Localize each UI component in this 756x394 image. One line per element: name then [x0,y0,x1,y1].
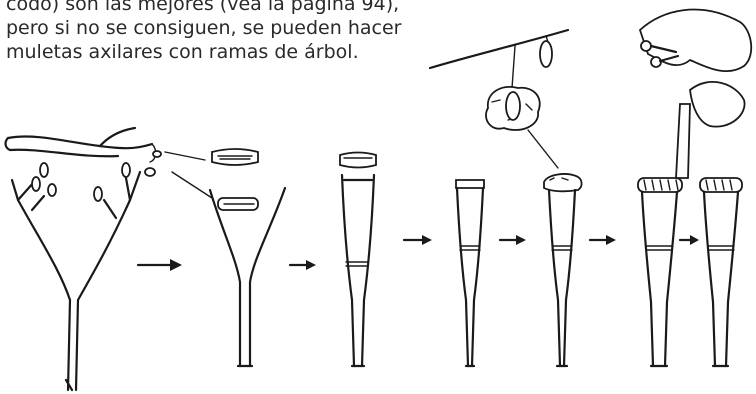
arrow-right-icon [402,235,432,245]
arrow-right-icon [288,260,316,270]
crutch-stage-3 [339,151,377,368]
cut-branch-illustration [4,126,162,177]
crutch-stage-6 [637,177,683,368]
scissors-cloth-illustration [638,8,753,179]
forked-branch-illustration [10,162,142,392]
text-line-1: codo) son las mejores (vea la página 94)… [6,0,400,15]
pointer-line [171,171,213,199]
arrow-right-icon [588,235,616,245]
arrow-right-icon [678,235,699,245]
y-stick-illustration [208,186,287,368]
text-line-2: pero si no se consiguen, se pueden hacer [6,17,402,39]
crutch-parts [211,148,259,211]
crutch-final [699,177,743,368]
crutch-stage-5 [543,173,583,368]
crutch-stage-4 [455,179,485,368]
text-line-3: muletas axilares con ramas de árbol. [6,41,359,63]
pointer-line [164,151,206,161]
instruction-text: codo) son las mejores (vea la página 94)… [6,0,406,64]
cotton-branch-illustration [428,28,570,169]
arrow-right-icon [136,259,182,271]
arrow-right-icon [498,235,526,245]
